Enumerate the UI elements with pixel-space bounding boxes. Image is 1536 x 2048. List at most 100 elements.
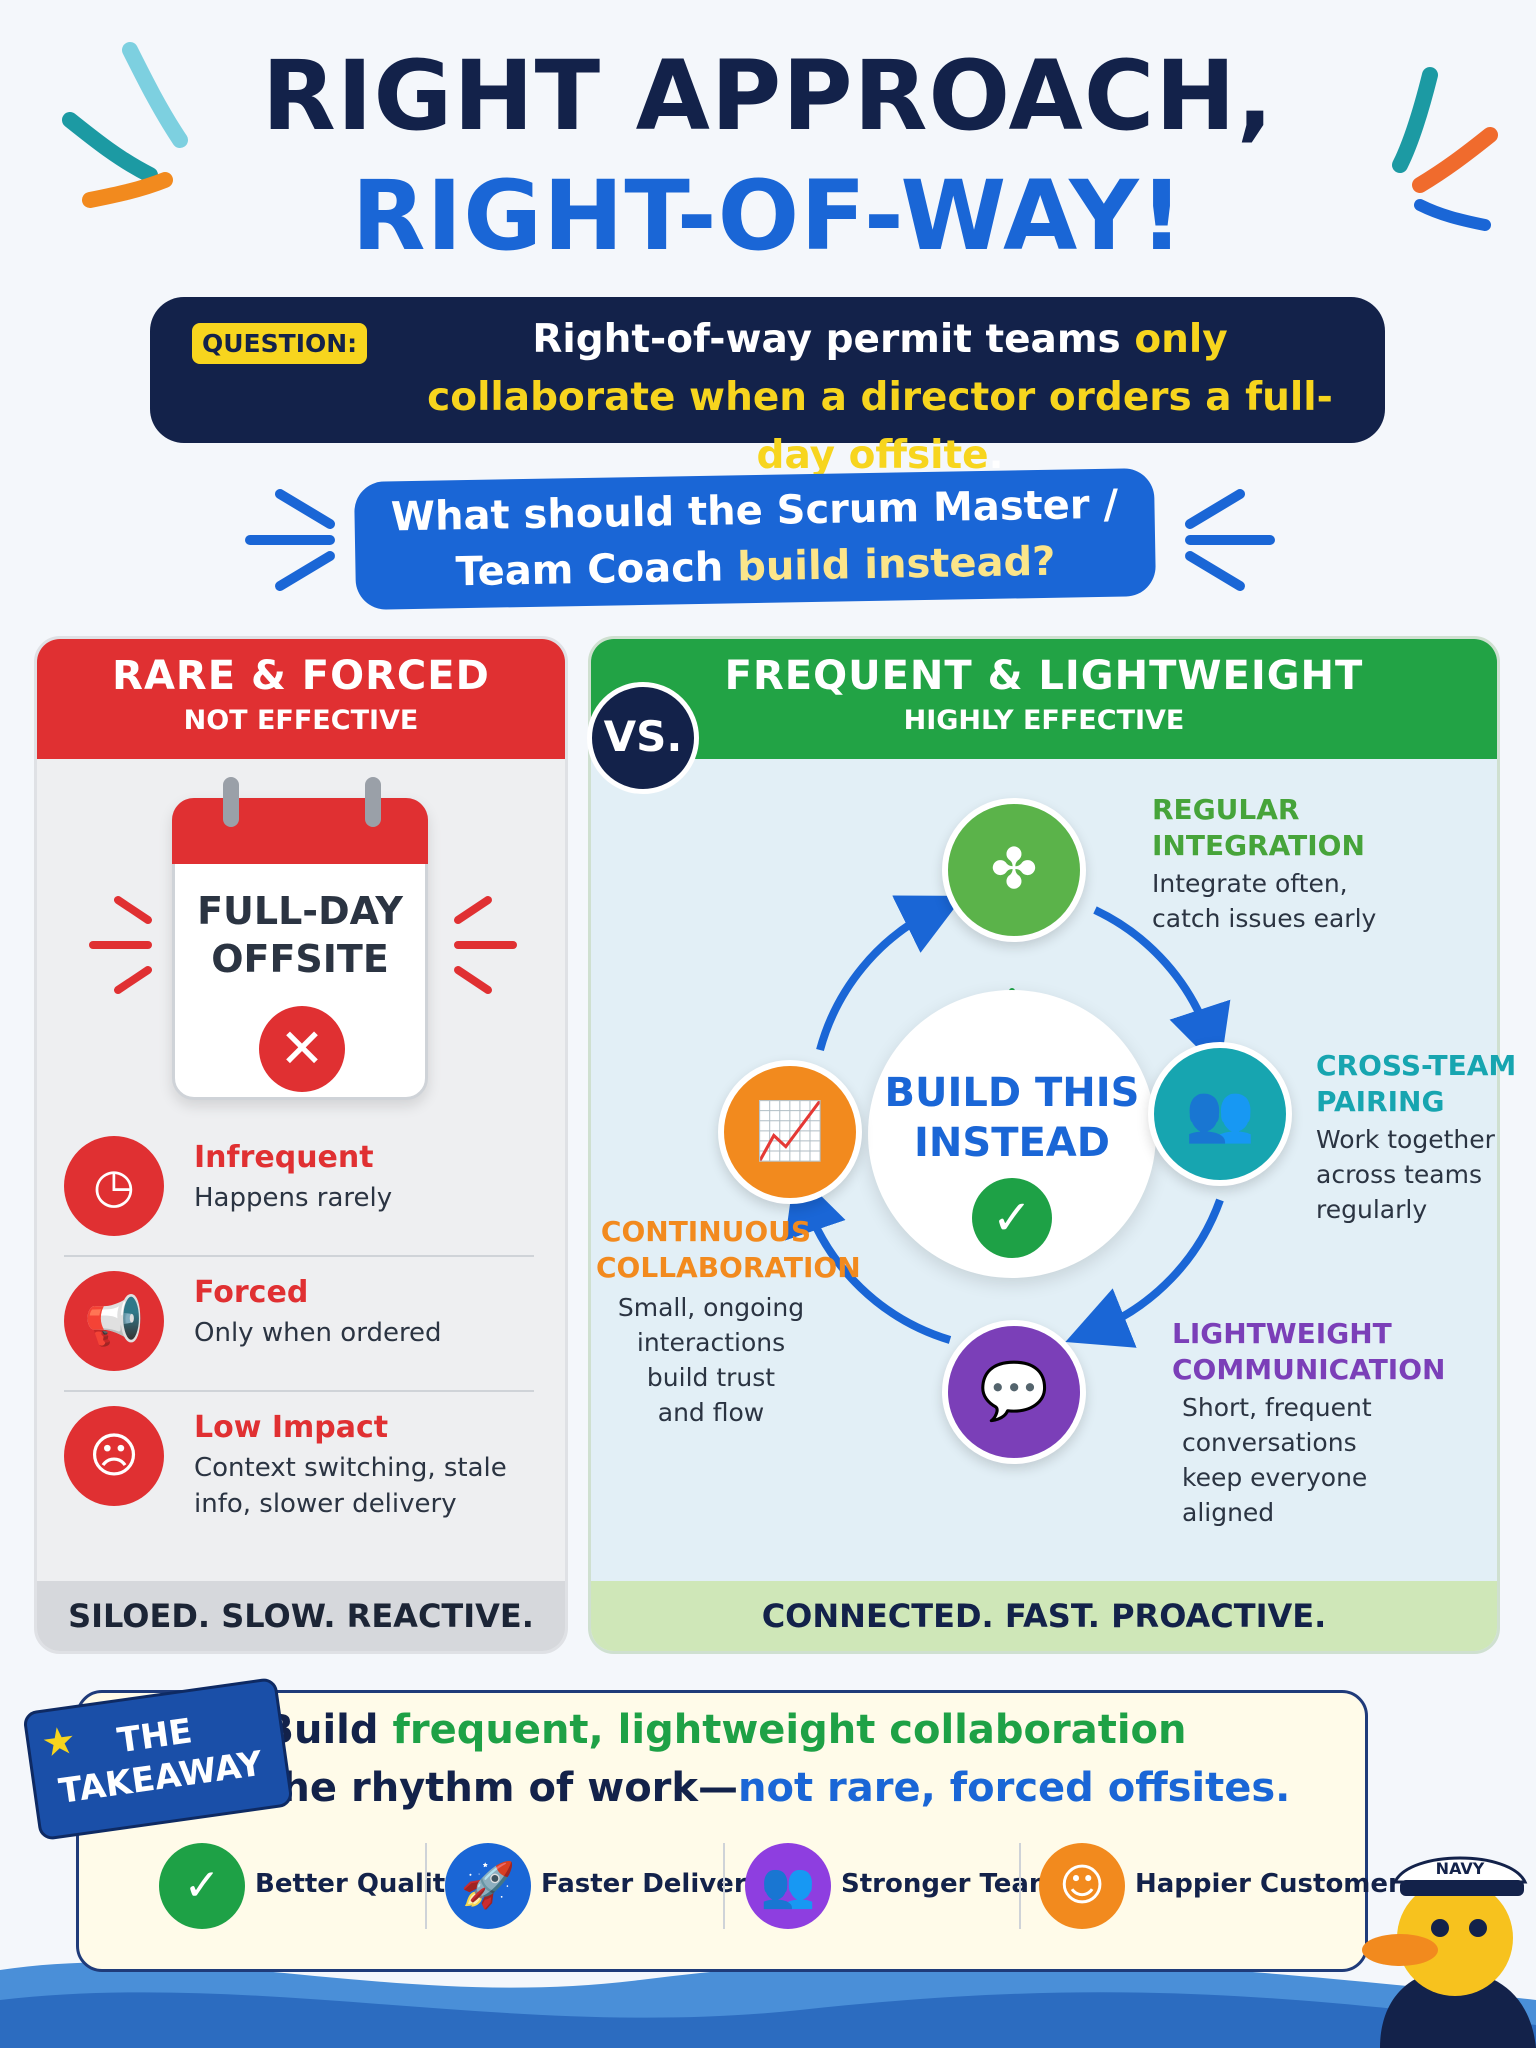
takeaway-line-2-highlight: not rare, forced offsites. — [738, 1765, 1291, 1811]
divider — [1019, 1843, 1021, 1929]
vs-badge: VS. — [587, 682, 699, 794]
ask-line-2-highlight: build instead? — [736, 538, 1056, 591]
cross-team-pairing-label-2: PAIRING — [1316, 1085, 1445, 1118]
benefit-label: Happier Customers — [1135, 1869, 1417, 1899]
continuous-collaboration-desc-1: Small, ongoing — [617, 1293, 805, 1322]
hub-label-line-1: BUILD THIS — [884, 1070, 1140, 1116]
chat-icon: 💬 — [942, 1320, 1086, 1464]
benefit-label: Better Quality — [255, 1869, 463, 1899]
divider — [64, 1390, 534, 1392]
regular-integration-desc: Integrate often, catch issues early — [1152, 866, 1376, 936]
star-icon: ★ — [38, 1717, 79, 1766]
question-tag: QUESTION: — [192, 323, 368, 364]
hub-label: BUILD THIS INSTEAD — [868, 1068, 1156, 1168]
question-text-end: . — [988, 433, 1004, 478]
rare-forced-subtitle: NOT EFFECTIVE — [183, 705, 419, 736]
regular-integration-label: REGULAR INTEGRATION — [1152, 792, 1365, 864]
continuous-collaboration-label: CONTINUOUS COLLABORATION — [596, 1214, 861, 1286]
check-icon: ✓ — [972, 1178, 1052, 1258]
cross-team-pairing-desc-1: Work together — [1316, 1125, 1495, 1154]
question-banner: QUESTION: Right-of-way permit teams only… — [150, 297, 1385, 478]
regular-integration-desc-1: Integrate often, — [1152, 869, 1348, 898]
rare-forced-header: RARE & FORCED NOT EFFECTIVE — [37, 639, 565, 759]
lightweight-communication-desc: Short, frequent conversations keep every… — [1182, 1390, 1372, 1530]
divider — [723, 1843, 725, 1929]
regular-integration-label-2: INTEGRATION — [1152, 829, 1365, 862]
calendar-alert-left — [89, 896, 152, 994]
divider — [425, 1843, 427, 1929]
takeaway-panel: Build frequent, lightweight collaboratio… — [76, 1690, 1416, 1972]
smile-icon: ☺ — [1039, 1843, 1125, 1929]
calendar-ring-right — [365, 777, 381, 827]
navy-duck-mascot: NAVY — [1362, 1856, 1536, 2048]
x-mark-icon: ✕ — [259, 1006, 345, 1092]
build-this-instead-hub: BUILD THIS INSTEAD ✓ — [868, 990, 1156, 1278]
lightweight-communication-desc-4: aligned — [1182, 1498, 1275, 1527]
frequent-lightweight-header: FREQUENT & LIGHTWEIGHT HIGHLY EFFECTIVE — [591, 639, 1497, 759]
puzzle-icon: ✤ — [942, 798, 1086, 942]
takeaway-line-2: into the rhythm of work—not rare, forced… — [79, 1765, 1371, 1811]
item-low-impact: ☹ Low Impact Context switching, stale in… — [64, 1400, 544, 1519]
wave-decoration — [0, 1959, 1536, 2048]
ask-banner: What should the Scrum Master / Team Coac… — [353, 468, 1157, 610]
cross-team-pairing-desc-3: regularly — [1316, 1195, 1428, 1224]
lightweight-communication-desc-1: Short, frequent — [1182, 1393, 1372, 1422]
regular-integration-desc-2: catch issues early — [1152, 904, 1377, 933]
item-infrequent-title: Infrequent — [194, 1140, 374, 1175]
benefit-label: Faster Delivery — [541, 1869, 764, 1899]
item-forced-title: Forced — [194, 1275, 309, 1310]
continuous-collaboration-label-1: CONTINUOUS — [600, 1215, 812, 1248]
continuous-collaboration-desc-3: build trust — [646, 1363, 776, 1392]
rare-forced-footer: SILOED. SLOW. REACTIVE. — [37, 1581, 565, 1651]
calendar-label: FULL-DAY OFFSITE — [175, 887, 425, 983]
lightweight-communication-desc-2: conversations — [1182, 1428, 1357, 1457]
calendar-label-line-1: FULL-DAY — [197, 889, 403, 933]
check-icon: ✓ — [159, 1843, 245, 1929]
lightweight-communication-label-2: COMMUNICATION — [1172, 1353, 1446, 1386]
item-infrequent: ◷ Infrequent Happens rarely — [64, 1130, 544, 1240]
growth-chart-icon: 📈 — [718, 1060, 862, 1204]
ask-accent-left — [245, 489, 335, 591]
ask-line-2-part-1: Team Coach — [455, 544, 738, 596]
sad-face-icon: ☹ — [64, 1406, 164, 1506]
lightweight-communication-label: LIGHTWEIGHT COMMUNICATION — [1172, 1316, 1445, 1388]
continuous-collaboration-desc: Small, ongoing interactions build trust … — [596, 1290, 826, 1430]
lightweight-communication-desc-3: keep everyone — [1182, 1463, 1368, 1492]
frequent-lightweight-footer: CONNECTED. FAST. PROACTIVE. — [591, 1581, 1497, 1651]
question-text-highlight: only collaborate when a director orders … — [427, 317, 1333, 478]
lightweight-communication-label-1: LIGHTWEIGHT — [1172, 1317, 1392, 1350]
title-line-2: RIGHT-OF-WAY! — [351, 160, 1185, 272]
cross-team-pairing-desc: Work together across teams regularly — [1316, 1122, 1495, 1227]
continuous-collaboration-label-2: COLLABORATION — [596, 1251, 861, 1284]
calendar-icon: FULL-DAY OFFSITE ✕ — [172, 777, 428, 1100]
frequent-lightweight-title: FREQUENT & LIGHTWEIGHT — [724, 653, 1364, 699]
rare-forced-title: RARE & FORCED — [112, 653, 490, 699]
hub-label-line-2: INSTEAD — [914, 1120, 1110, 1166]
rocket-icon: 🚀 — [445, 1843, 531, 1929]
divider — [64, 1255, 534, 1257]
title-splash-right — [1392, 67, 1498, 231]
calendar-alert-right — [454, 896, 517, 994]
item-low-impact-desc: Context switching, stale info, slower de… — [194, 1453, 507, 1519]
ask-accent-right — [1185, 489, 1275, 591]
question-text: Right-of-way permit teams only collabora… — [410, 311, 1350, 485]
cross-team-pairing-label: CROSS-TEAM PAIRING — [1316, 1048, 1516, 1120]
cross-team-pairing-desc-2: across teams — [1316, 1160, 1482, 1189]
cross-team-pairing-label-1: CROSS-TEAM — [1316, 1049, 1517, 1082]
question-text-part-1: Right-of-way permit teams — [532, 317, 1135, 362]
item-forced-desc: Only when ordered — [194, 1318, 442, 1348]
continuous-collaboration-desc-2: interactions — [636, 1328, 786, 1357]
calendar-ring-left — [223, 777, 239, 827]
item-low-impact-title: Low Impact — [194, 1410, 389, 1445]
item-infrequent-desc: Happens rarely — [194, 1183, 393, 1213]
benefit-label: Stronger Teams — [841, 1869, 1072, 1899]
calendar-label-line-2: OFFSITE — [211, 937, 389, 981]
mascot-cap-text: NAVY — [1436, 1859, 1485, 1878]
title-line-1: RIGHT APPROACH, — [261, 40, 1275, 152]
cycle-arrows — [784, 895, 1231, 1348]
clock-icon: ◷ — [64, 1136, 164, 1236]
continuous-collaboration-desc-4: and flow — [657, 1398, 765, 1427]
takeaway-line-1-highlight: frequent, lightweight collaboration — [392, 1707, 1187, 1753]
title-splash-left — [62, 42, 188, 208]
frequent-lightweight-subtitle: HIGHLY EFFECTIVE — [903, 705, 1185, 736]
